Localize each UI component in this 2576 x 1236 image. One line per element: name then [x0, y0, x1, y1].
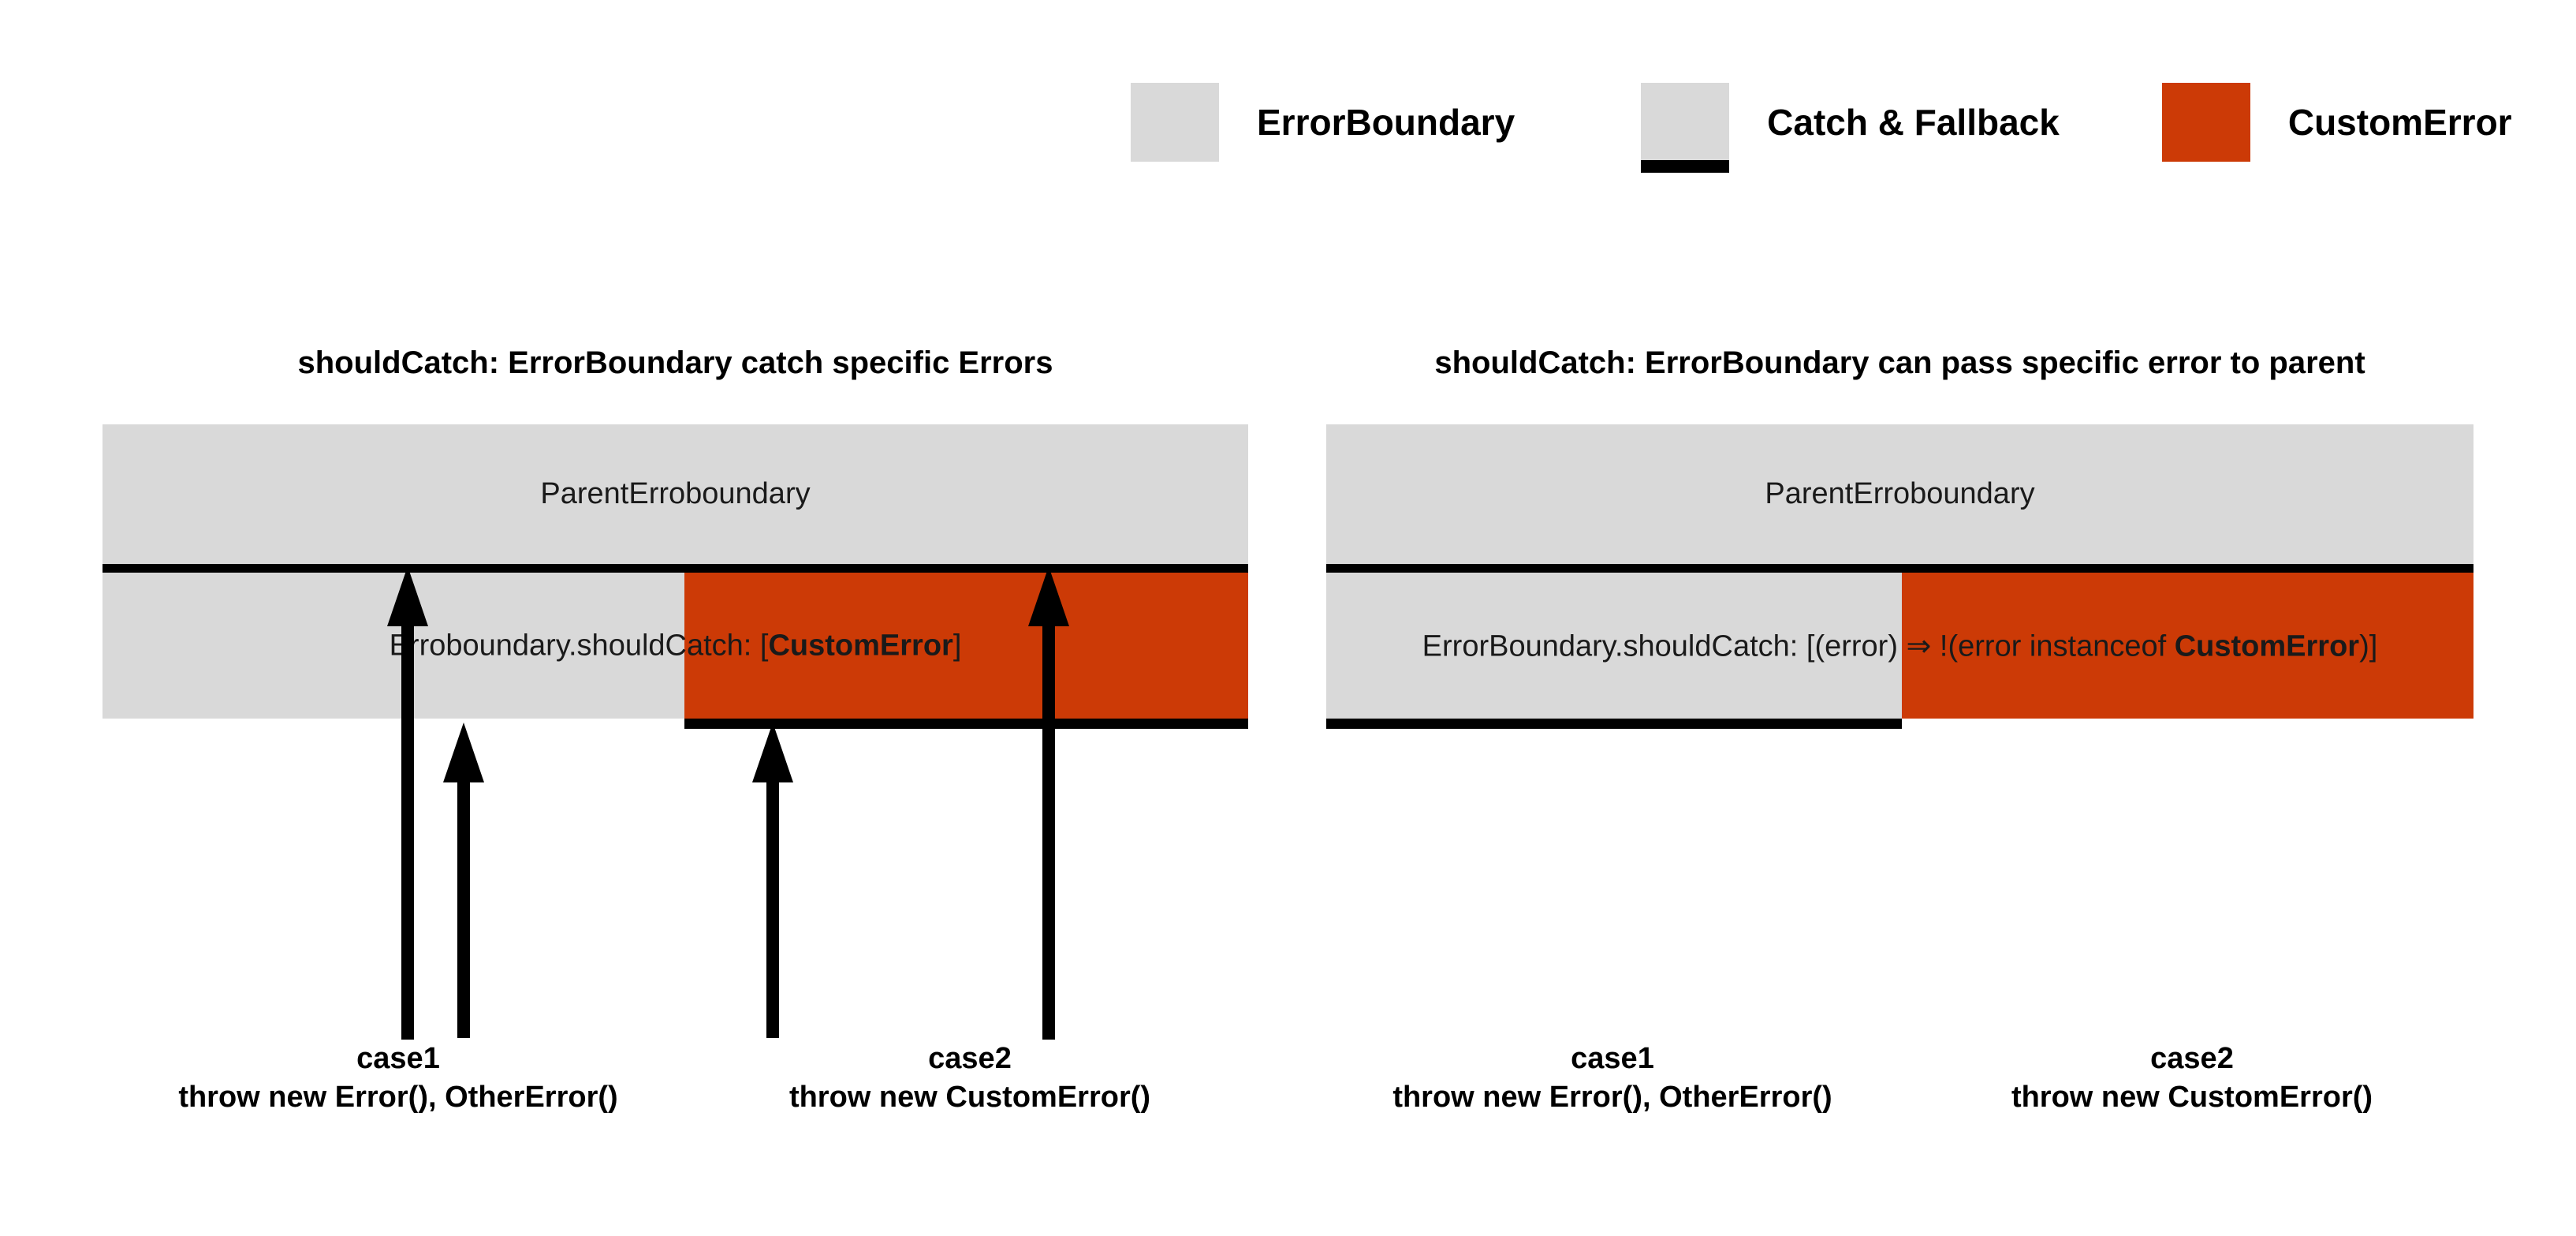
diagram-left-bottom-bar-wrap [103, 719, 1248, 729]
diagram-right-child-orange-segment [1902, 573, 2473, 719]
gray-square-icon [1131, 83, 1219, 162]
caption-left-case2-name: case2 [928, 1042, 1012, 1075]
caption-right-case2-code: throw new CustomError() [2011, 1080, 2373, 1114]
diagram-right-parent-catch-bar [1326, 564, 2473, 573]
caption-right-case1-code: throw new Error(), OtherError() [1392, 1080, 1832, 1114]
diagram-right-bottom-bar-wrap [1326, 719, 2473, 729]
caption-left-case1-name: case1 [356, 1042, 440, 1075]
legend-item-errorboundary: ErrorBoundary [1131, 83, 1515, 162]
orange-square-icon [2161, 83, 2250, 162]
diagram-left-child-orange-segment [684, 573, 1248, 719]
diagram-left: shouldCatch: ErrorBoundary catch specifi… [103, 347, 1248, 729]
diagram-right-child-row: ErrorBoundary.shouldCatch: [(error) ⇒ !(… [1326, 573, 2473, 719]
diagram-right-parent-boundary: ParentErroboundary [1326, 424, 2473, 564]
caption-left-case1-code: throw new Error(), OtherError() [178, 1080, 618, 1114]
diagram-left-parent-catch-bar [103, 564, 1248, 573]
diagram-left-orange-catch-bar [684, 719, 1248, 729]
diagram-right: shouldCatch: ErrorBoundary can pass spec… [1326, 347, 2473, 729]
diagram-left-parent-label: ParentErroboundary [540, 477, 811, 510]
arrow-left-case1 [384, 566, 431, 1040]
diagram-left-child-gray-segment [103, 573, 684, 719]
arrow-right-case1 [749, 723, 796, 1038]
legend: ErrorBoundary Catch & Fallback CustomErr… [1131, 75, 2512, 173]
diagram-left-title: shouldCatch: ErrorBoundary catch specifi… [297, 345, 1053, 380]
legend-label-catch-fallback: Catch & Fallback [1767, 102, 2060, 143]
caption-left-case2-code: throw new CustomError() [788, 1080, 1151, 1114]
legend-item-catch-fallback: Catch & Fallback [1641, 83, 2060, 173]
caption-left-case1: case1 throw new Error(), OtherError() [130, 1040, 666, 1116]
diagram-left-child-row: Erroboundary.shouldCatch: [CustomError] [103, 573, 1248, 719]
caption-left-case2: case2 throw new CustomError() [733, 1040, 1206, 1116]
legend-item-customerror: CustomError [2161, 83, 2512, 162]
legend-label-customerror: CustomError [2287, 102, 2512, 143]
caption-right-case2: case2 throw new CustomError() [1955, 1040, 2429, 1116]
diagram-left-parent-boundary: ParentErroboundary [103, 424, 1248, 564]
diagram-right-parent-label: ParentErroboundary [1765, 477, 2035, 510]
diagram-right-gray-catch-bar [1326, 719, 1902, 729]
diagram-right-child-gray-segment [1326, 573, 1902, 719]
arrow-right-case2 [1025, 566, 1072, 1040]
arrow-left-case2 [440, 723, 487, 1038]
caption-right-case2-name: case2 [2150, 1042, 2234, 1075]
caption-right-case1-name: case1 [1571, 1042, 1654, 1075]
diagram-right-title: shouldCatch: ErrorBoundary can pass spec… [1434, 345, 2365, 380]
legend-label-errorboundary: ErrorBoundary [1257, 102, 1515, 143]
gray-square-with-black-bar-icon [1641, 83, 1730, 173]
caption-right-case1: case1 throw new Error(), OtherError() [1344, 1040, 1881, 1116]
